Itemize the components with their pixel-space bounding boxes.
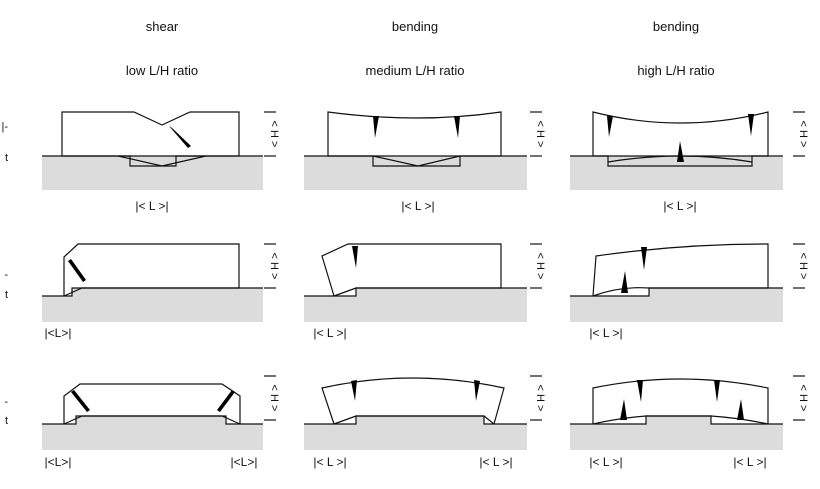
wall-base-deformed <box>117 155 207 167</box>
wall-outline <box>321 243 502 297</box>
wall-base-deformed <box>372 155 461 167</box>
flexural-crack-right <box>748 114 754 136</box>
wall-outline <box>327 111 502 156</box>
height-label: < H > <box>534 253 546 280</box>
ground-fill <box>42 156 263 190</box>
height-label: < H > <box>797 253 809 280</box>
wall-base-deformed-left <box>63 415 83 425</box>
header-ratio-medium: medium L/H ratio <box>366 63 465 78</box>
header-ratio-low: low L/H ratio <box>126 63 198 78</box>
shear-crack-left <box>71 390 90 412</box>
ground-fill <box>304 288 527 322</box>
span-label-row2-col2: |< L >| <box>313 326 346 340</box>
flexural-crack-left <box>607 116 613 137</box>
flexural-crack-right <box>454 116 460 138</box>
wall-outline <box>61 111 240 156</box>
header-mode-bending-high: bending <box>653 19 699 34</box>
height-label: < H > <box>268 253 280 280</box>
panel-row3-bending-medium: |< L >| |< L >| < H > <box>304 375 546 469</box>
flexural-crack <box>352 246 358 268</box>
panel-row2-bending-medium: |< L >| < H > <box>304 243 546 340</box>
shear-crack-right <box>217 390 235 412</box>
panel-row3-bending-high: |< L >| |< L >| < H > <box>570 375 809 469</box>
flexural-crack-bottom <box>621 271 628 293</box>
ground-fill <box>304 416 527 450</box>
flexural-crack-top-right <box>714 380 720 402</box>
span-label-row3-col3-left: |< L >| <box>589 455 622 469</box>
flexural-crack-mid <box>677 141 684 162</box>
flexural-crack-right <box>474 380 480 401</box>
span-label-row3-col1-left: |<L>| <box>45 455 72 469</box>
shear-crack-left <box>117 130 144 148</box>
margin-mark-row1-bottom: t <box>5 152 8 164</box>
wall-base-deformed-left <box>592 415 647 425</box>
margin-mark-row3-top: - <box>4 396 8 408</box>
span-label-row1-col3: |< L >| <box>663 199 696 213</box>
span-label-row3-col2-right: |< L >| <box>479 455 512 469</box>
span-label-row3-col3-right: |< L >| <box>733 455 766 469</box>
header-mode-shear: shear <box>146 19 179 34</box>
panel-row2-bending-high: |< L >| < H > <box>570 243 809 340</box>
shear-crack <box>68 259 86 282</box>
margin-mark-row2-top: - <box>4 269 8 281</box>
wall-outline <box>592 243 769 297</box>
flexural-crack-left <box>351 380 357 401</box>
height-label: < H > <box>797 385 809 412</box>
span-label-row1-col2: |< L >| <box>401 199 434 213</box>
flexural-crack-bottom-right <box>737 399 744 420</box>
flexural-crack-top-left <box>637 380 643 402</box>
panel-row1-bending-high: |< L >| < H > <box>570 111 809 213</box>
header-mode-bending-medium: bending <box>392 19 438 34</box>
flexural-crack-bottom-left <box>620 399 627 420</box>
height-label: < H > <box>268 385 280 412</box>
wall-outline <box>63 383 241 424</box>
wall-outline <box>592 111 769 156</box>
wall-outline <box>321 377 505 425</box>
wall-outline <box>63 243 240 296</box>
height-label: < H > <box>534 121 546 148</box>
margin-mark-row1-top: |- <box>1 121 8 133</box>
ground-fill <box>42 288 263 322</box>
panel-row1-shear: |< L >| < H > <box>42 111 280 213</box>
panel-row3-shear: |<L>| |<L>| < H > <box>42 375 280 469</box>
margin-mark-row2-bottom: t <box>5 289 8 301</box>
wall-base-deformed-left <box>333 415 357 425</box>
span-label-row3-col1-right: |<L>| <box>231 455 258 469</box>
height-label: < H > <box>797 121 809 148</box>
wall-base-deformed-right <box>221 415 241 425</box>
panel-row1-bending-medium: |< L >| < H > <box>304 111 546 213</box>
span-label-row2-col1: |<L>| <box>45 326 72 340</box>
span-label-row3-col2-left: |< L >| <box>313 455 346 469</box>
wall-outline <box>592 378 769 424</box>
ground-fill <box>42 416 263 450</box>
span-label-row2-col3: |< L >| <box>589 326 622 340</box>
header-ratio-high: high L/H ratio <box>637 63 714 78</box>
ground-fill <box>304 156 527 190</box>
span-label-row1-col1: |< L >| <box>135 199 168 213</box>
flexural-crack-top <box>641 247 647 270</box>
ground-fill <box>570 156 783 190</box>
height-label: < H > <box>268 121 280 148</box>
panel-row2-shear: |<L>| < H > <box>42 243 280 340</box>
shear-crack-right <box>169 126 191 148</box>
wall-base-deformed <box>63 287 83 297</box>
wall-base-deformed <box>592 287 650 297</box>
wall-base-deformed <box>333 287 357 297</box>
wall-base-deformed-right <box>483 415 495 425</box>
flexural-crack-left <box>373 116 379 138</box>
height-label: < H > <box>534 385 546 412</box>
margin-mark-row3-bottom: t <box>5 415 8 427</box>
